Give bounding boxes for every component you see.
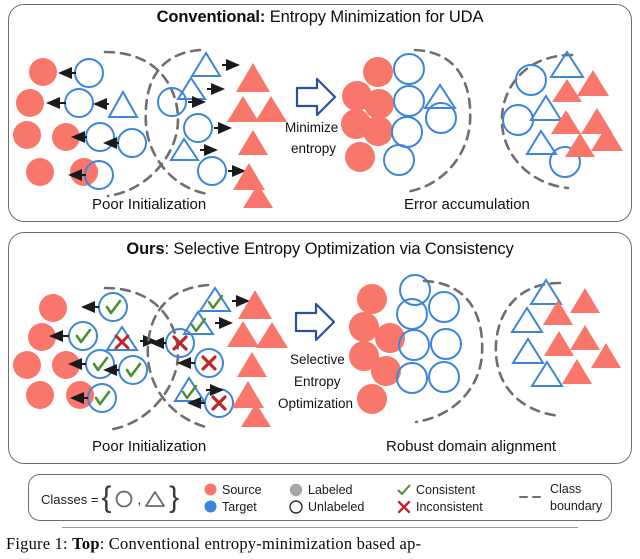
legend-col-domain: Source Target (203, 481, 262, 515)
panel-conventional (8, 4, 632, 222)
caption-text: : Conventional entropy-minimization base… (99, 534, 422, 553)
legend-class-triangle-icon (145, 491, 166, 507)
legend-label-consistent: Consistent (416, 482, 476, 497)
legend-item-target: Target (203, 498, 262, 515)
legend-item-consistent: Consistent (397, 481, 483, 498)
panel-conventional-title: Conventional: Entropy Minimization for U… (0, 8, 640, 27)
unlabeled-dot-icon (289, 499, 303, 514)
target-dot-icon (203, 500, 217, 513)
transition-label-top-line1: Minimize (285, 120, 339, 135)
transition-label-bottom-line2: Entropy (294, 374, 341, 389)
legend-item-inconsistent: Inconsistent (397, 498, 483, 515)
legend-label-inconsistent: Inconsistent (416, 499, 483, 514)
legend-label-target: Target (222, 499, 257, 514)
panel-ours-title-rest: : Selective Entropy Optimization via Con… (164, 240, 514, 258)
labeled-dot-icon (289, 483, 303, 497)
legend-classes-group: Classes = { , } (41, 481, 180, 514)
legend-label-class-boundary-line1: Class (550, 482, 582, 496)
caption-bold: Top (72, 534, 100, 553)
legend-label-labeled: Labeled (308, 482, 353, 497)
label-bottom-left: Poor Initialization (92, 438, 207, 455)
legend-comma: , (137, 491, 142, 507)
panel-conventional-title-rest: Entropy Minimization for UDA (265, 8, 484, 26)
panel-ours-title: Ours: Selective Entropy Optimization via… (0, 240, 640, 259)
panel-ours (8, 232, 632, 464)
label-bottom-right: Robust domain alignment (386, 438, 557, 455)
legend-item-unlabeled: Unlabeled (289, 498, 364, 515)
legend-label-source: Source (222, 482, 262, 497)
legend-item-class-boundary: Class boundary (519, 481, 602, 513)
legend-item-source: Source (203, 481, 262, 498)
legend-col-supervision: Labeled Unlabeled (289, 481, 364, 515)
transition-label-top-line2: entropy (291, 141, 337, 156)
panel-conventional-title-bold: Conventional: (156, 8, 266, 26)
cross-icon (397, 500, 411, 514)
transition-label-bottom-line1: Selective (290, 352, 345, 367)
legend-item-labeled: Labeled (289, 481, 364, 498)
check-icon (397, 483, 411, 497)
label-top-left: Poor Initialization (92, 196, 207, 213)
caption-rule (62, 527, 578, 528)
legend-label-class-boundary-line2: boundary (550, 498, 603, 513)
legend-col-boundary: Class boundary (519, 481, 602, 513)
dashed-line-icon (519, 488, 545, 505)
figure-caption: Figure 1: Top: Conventional entropy-mini… (6, 534, 634, 554)
legend-label-unlabeled: Unlabeled (308, 499, 365, 514)
caption-prefix: Figure 1: (6, 534, 68, 553)
legend-panel: Classes = { , } Source Ta (28, 474, 612, 521)
source-dot-icon (203, 483, 217, 496)
legend-col-consistency: Consistent Inconsistent (397, 481, 483, 515)
panel-ours-title-bold: Ours (126, 240, 165, 258)
legend-class-circle-icon (116, 490, 133, 508)
legend-classes-label: Classes = (41, 491, 99, 507)
transition-label-bottom-line3: Optimization (278, 396, 354, 411)
label-top-right: Error accumulation (404, 196, 530, 213)
